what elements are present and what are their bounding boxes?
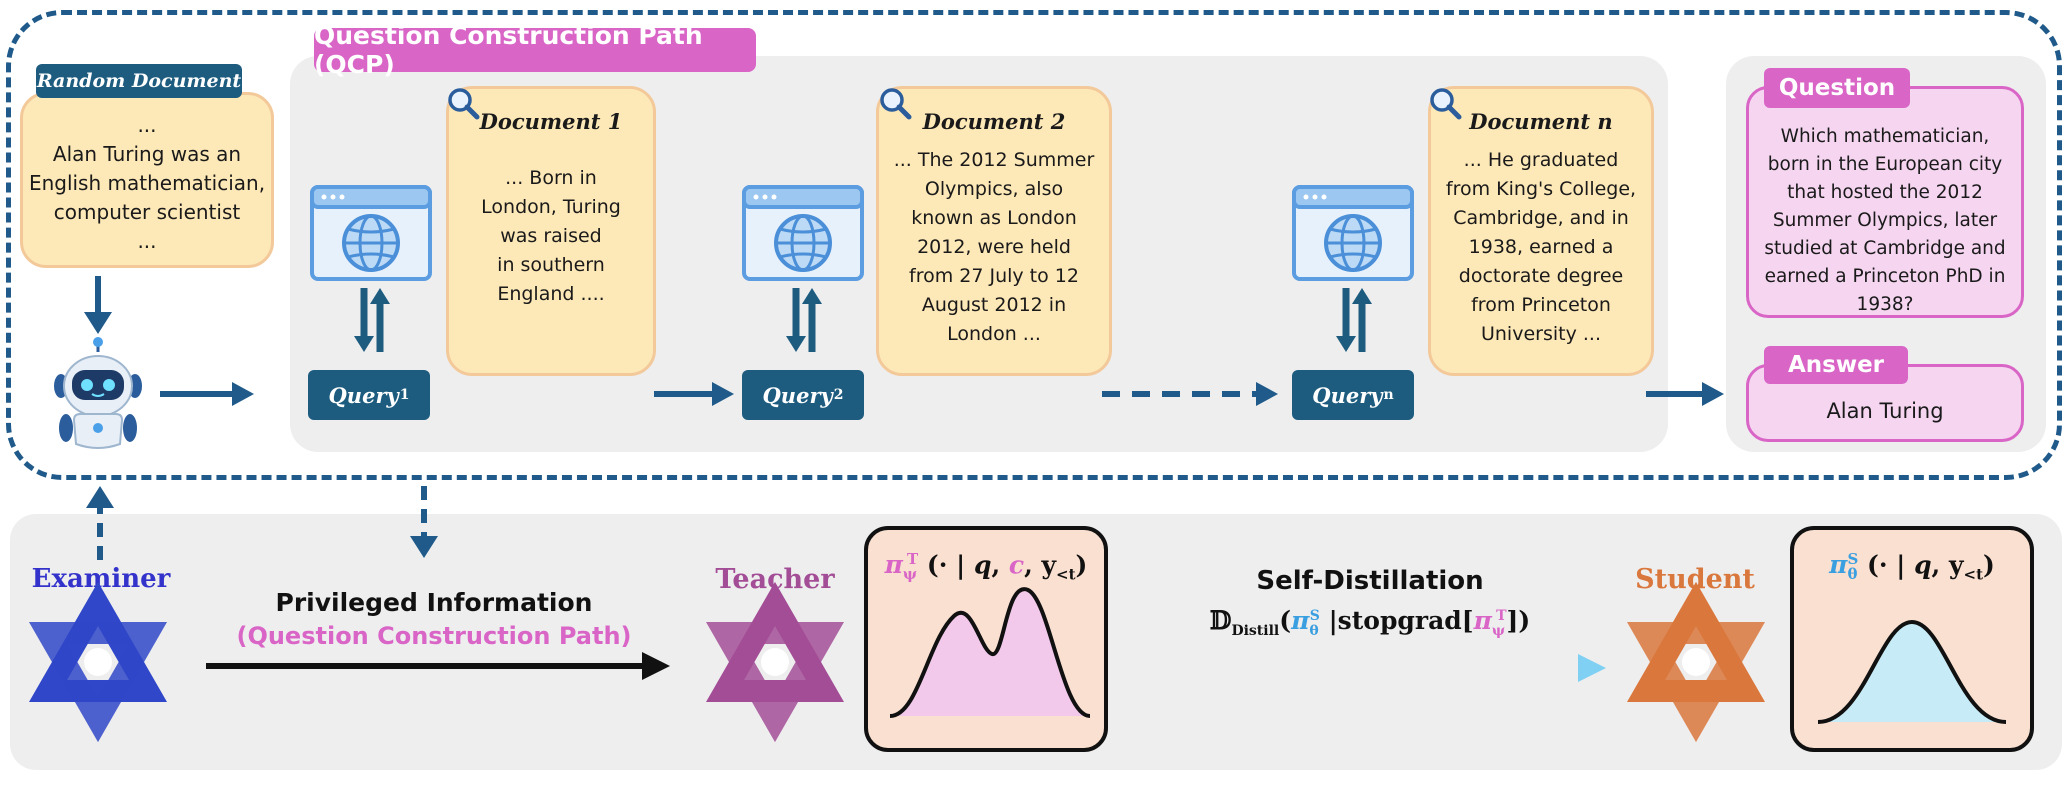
random-document-line: Alan Turing was an <box>52 142 242 166</box>
document-text: ... He graduated from King's College, Camb… <box>1431 146 1651 349</box>
privileged-information-label: Privileged Information <box>275 588 593 617</box>
document-line: from 27 July to 12 <box>909 265 1079 287</box>
random-document-title: Random Document <box>36 64 242 98</box>
query-label: Query <box>762 382 833 408</box>
student-formula: πθS (· | q, y<t) <box>1829 550 1995 584</box>
teacher-label: Teacher <box>715 564 835 595</box>
query-index: n <box>1383 387 1394 403</box>
document-line: from King's College, <box>1445 178 1637 200</box>
question-text: Which mathematician, born in the European… <box>1749 123 2021 319</box>
student-label: Student <box>1635 564 1755 595</box>
examiner-label: Examiner <box>31 564 171 594</box>
random-document-line: English mathematician, <box>28 171 266 195</box>
document-line: ... He graduated <box>1463 149 1619 171</box>
self-distillation-title: Self-Distillation <box>1256 566 1484 596</box>
document-line: known as London <box>911 207 1077 229</box>
document-line: in southern <box>497 254 605 276</box>
student-unimodal-curve <box>1817 619 2007 724</box>
query-index: 1 <box>399 387 410 403</box>
qcp-title: Question Construction Path (QCP) <box>314 21 756 79</box>
teacher-bimodal-curve <box>889 587 1091 718</box>
document-line: from Princeton <box>1471 294 1611 316</box>
question-line: studied at Cambridge and <box>1764 238 2006 259</box>
document-line: London, Turing <box>481 196 621 218</box>
question-card: Which mathematician, born in the European… <box>1746 86 2024 318</box>
query-label: Query <box>1312 382 1383 408</box>
query-label: Query <box>328 382 399 408</box>
document-text: ... Born in London, Turing was raised in so… <box>449 164 653 309</box>
document-line: ... The 2012 Summer <box>893 149 1095 171</box>
document-line: University ... <box>1480 323 1601 345</box>
question-line: Which mathematician, <box>1780 126 1990 147</box>
document-line: ... Born in <box>505 167 597 189</box>
query-index: 2 <box>833 387 844 403</box>
qcp-dashed-frame <box>6 10 2062 480</box>
document-line: London ... <box>947 323 1041 345</box>
document-title: Document 1 <box>479 109 623 134</box>
random-document-line: ... <box>137 113 157 137</box>
document-line: England .... <box>497 283 605 305</box>
privileged-information-sublabel: (Question Construction Path) <box>236 622 632 650</box>
answer-text: Alan Turing <box>1826 399 1944 423</box>
question-line: born in the European city <box>1767 154 2003 175</box>
random-document-line: computer scientist <box>53 200 241 224</box>
document-line: 2012, were held <box>917 236 1071 258</box>
random-document-text: ... Alan Turing was an English mathematici… <box>23 111 271 256</box>
document-line: Cambridge, and in <box>1453 207 1629 229</box>
document-card: Document 1 ... Born in London, Turing was r… <box>446 86 656 376</box>
answer-title: Answer <box>1764 346 1908 384</box>
document-line: August 2012 in <box>921 294 1067 316</box>
document-line: Olympics, also <box>924 178 1064 200</box>
document-card: Document n ... He graduated from King's Co… <box>1428 86 1654 376</box>
self-distillation-formula: 𝔻Distill(πθS |stopgrad[πψT]) <box>1209 606 1531 639</box>
teacher-distribution-box: πψT (· | q, c, y<t) <box>864 526 1108 752</box>
random-document-line: ... <box>137 229 157 253</box>
teacher-formula: πψT (· | q, c, y<t) <box>884 550 1088 584</box>
document-title: Document 2 <box>922 109 1066 134</box>
question-line: 1938? <box>1856 294 1914 315</box>
random-document-card: ... Alan Turing was an English mathematici… <box>20 92 274 268</box>
document-line: doctorate degree <box>1458 265 1624 287</box>
document-line: 1938, earned a <box>1468 236 1614 258</box>
question-title: Question <box>1764 68 1910 108</box>
question-line: that hosted the 2012 <box>1787 182 1983 203</box>
student-distribution-box: πθS (· | q, y<t) <box>1790 526 2034 752</box>
document-title: Document n <box>1469 109 1613 134</box>
question-line: earned a Princeton PhD in <box>1764 266 2006 287</box>
question-line: Summer Olympics, later <box>1772 210 1998 231</box>
document-line: was raised <box>500 225 602 247</box>
